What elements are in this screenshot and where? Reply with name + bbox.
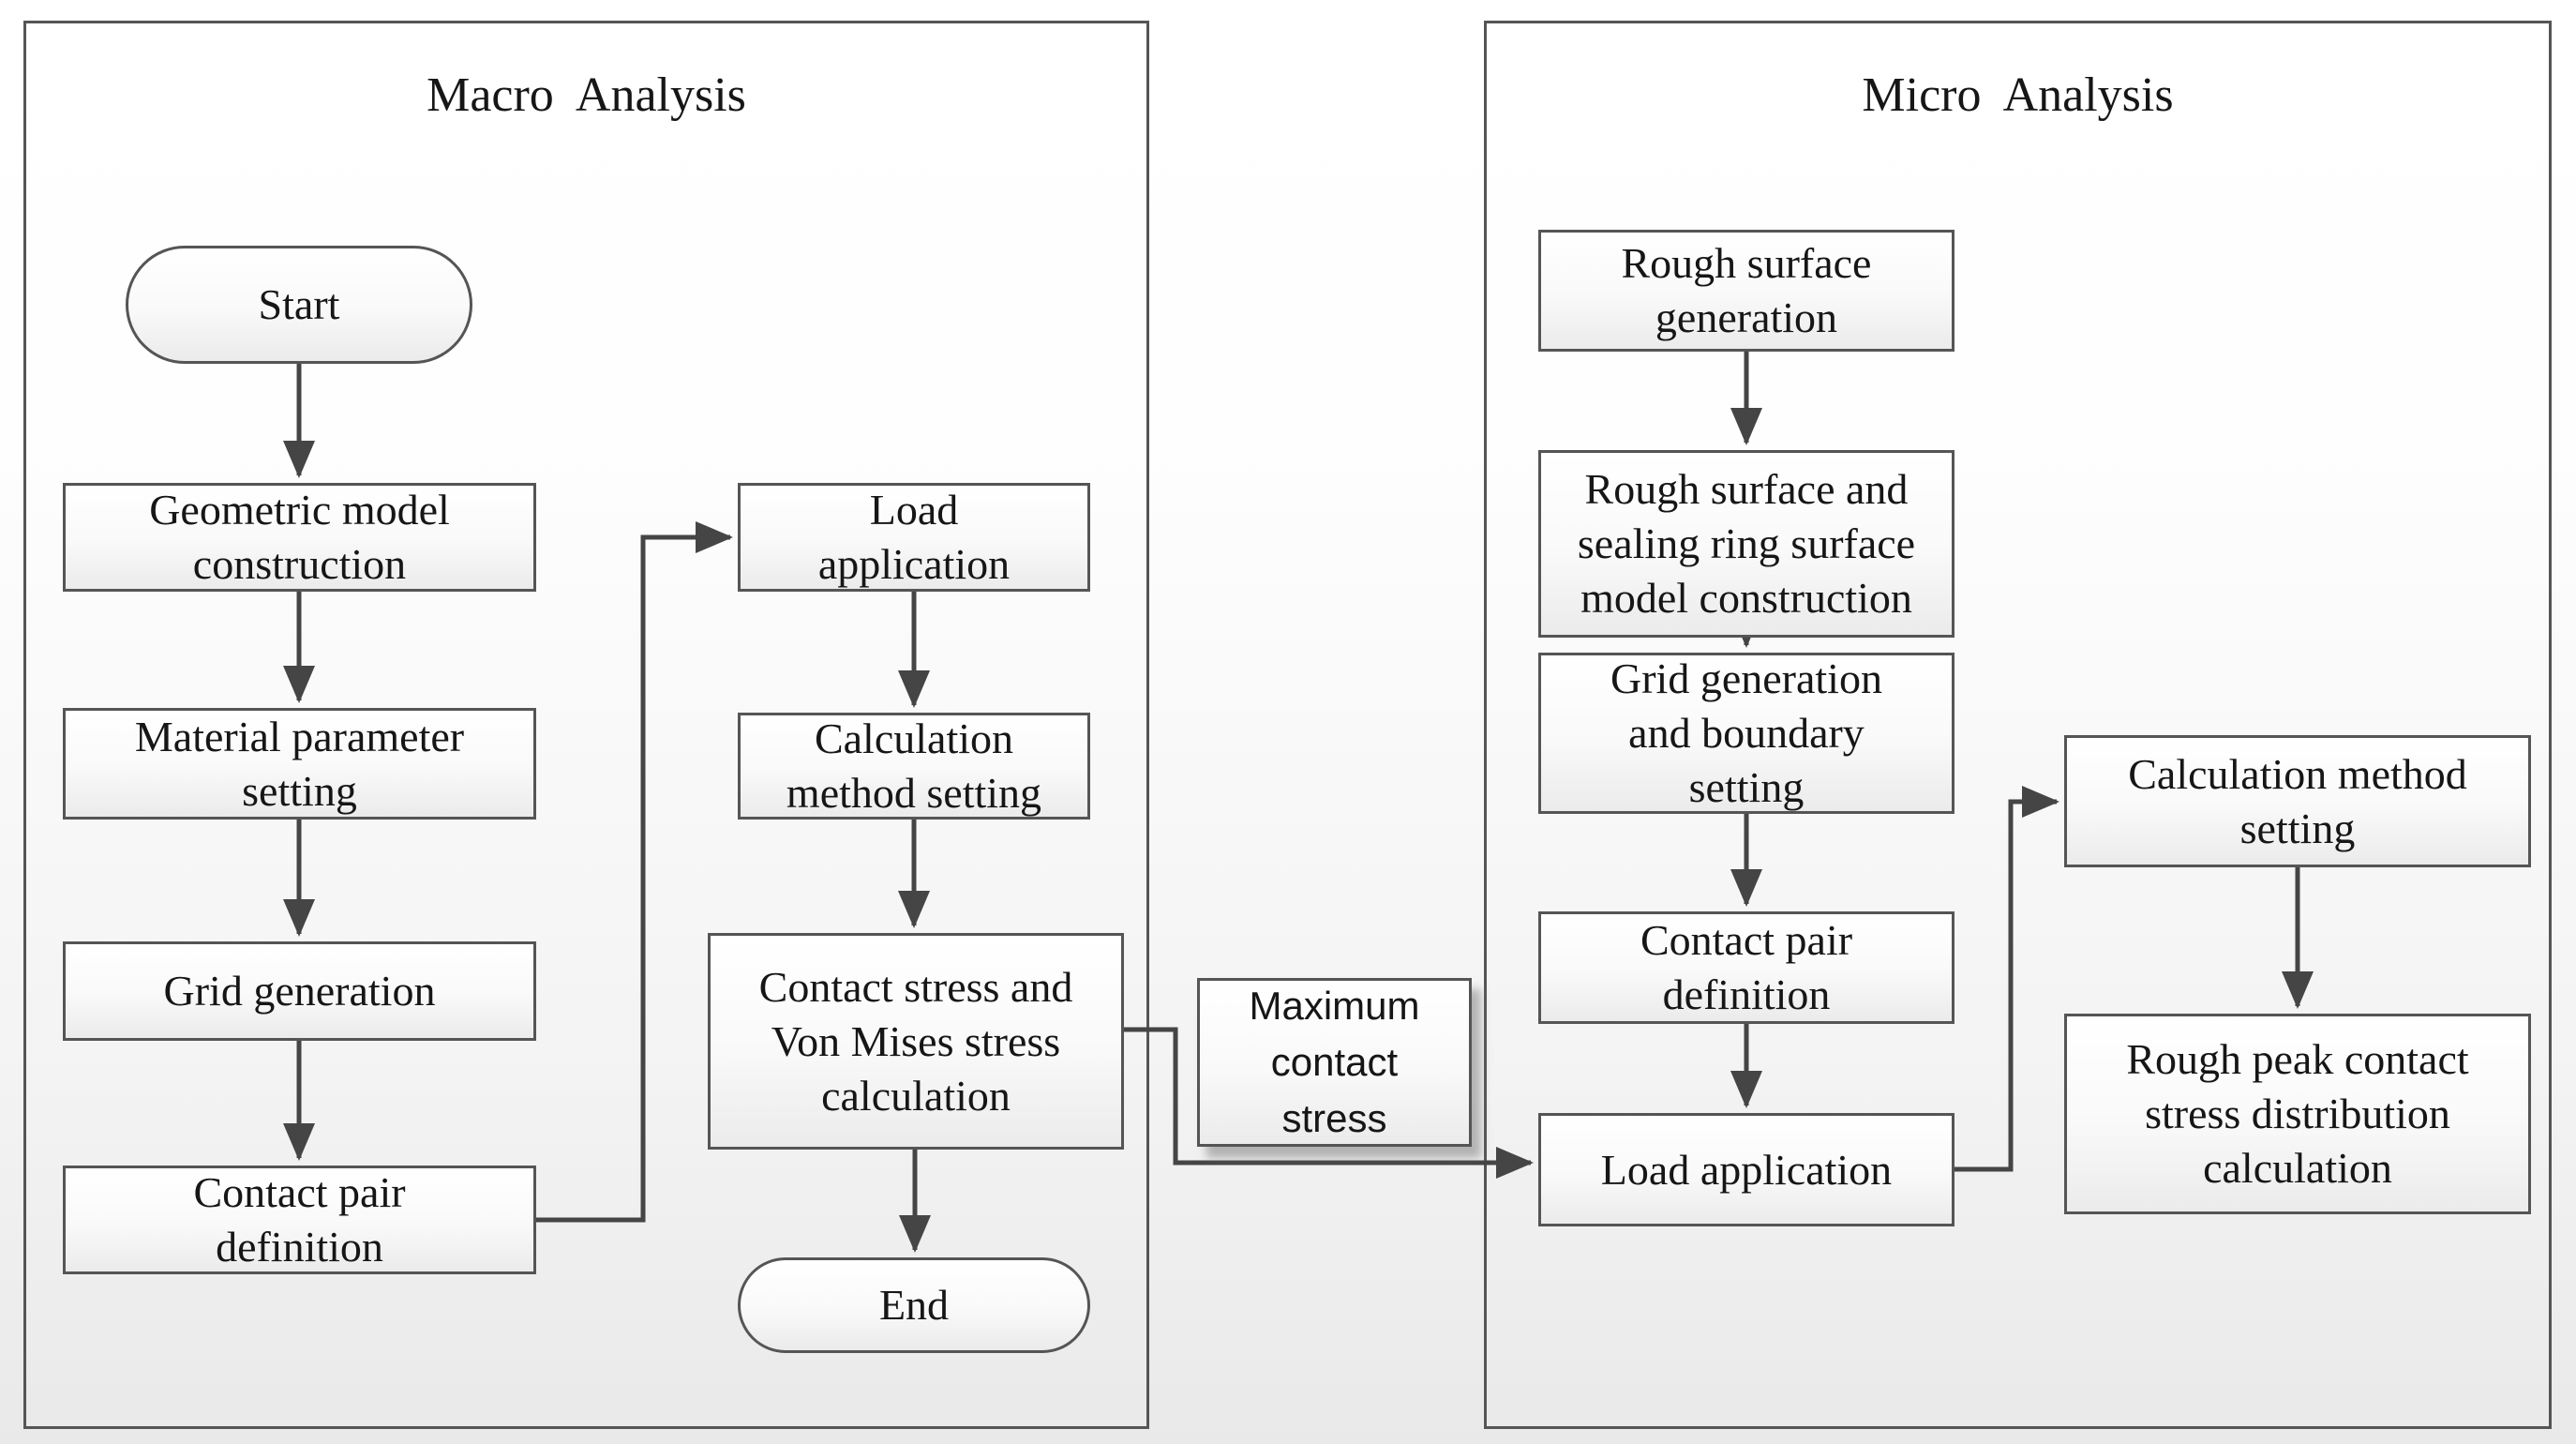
micro-analysis-panel — [1484, 21, 2552, 1429]
macro-panel-title: Macro Analysis — [427, 68, 746, 122]
material-parameter-setting-node: Material parameter setting — [63, 708, 536, 820]
contact-pair-definition-node: Contact pair definition — [63, 1166, 536, 1274]
end-node: End — [738, 1257, 1090, 1353]
rough-surface-sealing-ring-model-node: Rough surface and sealing ring surface m… — [1538, 450, 1954, 638]
grid-generation-boundary-setting-node: Grid generation and boundary setting — [1538, 653, 1954, 814]
arrow-stress-calc-to-micro-load — [1124, 1027, 1534, 1179]
micro-panel-title: Micro Analysis — [1862, 68, 2174, 122]
rough-surface-generation-node: Rough surface generation — [1538, 230, 1954, 352]
arrow-micro-load-to-calc-method — [1954, 786, 2059, 1172]
geometric-model-construction-node: Geometric model construction — [63, 483, 536, 592]
maximum-contact-stress-node: Maximum contact stress — [1197, 978, 1472, 1147]
calculation-method-setting-node: Calculation method setting — [738, 713, 1090, 820]
grid-generation-node: Grid generation — [63, 941, 536, 1041]
contact-von-mises-stress-calculation-node: Contact stress and Von Mises stress calc… — [708, 933, 1124, 1150]
arrow-contact-pair-to-load — [536, 521, 733, 1223]
load-application-node: Load application — [738, 483, 1090, 592]
micro-contact-pair-definition-node: Contact pair definition — [1538, 911, 1954, 1024]
micro-load-application-node: Load application — [1538, 1113, 1954, 1226]
micro-calculation-method-setting-node: Calculation method setting — [2064, 735, 2531, 867]
rough-peak-contact-stress-distribution-node: Rough peak contact stress distribution c… — [2064, 1014, 2531, 1214]
macro-analysis-panel — [23, 21, 1149, 1429]
start-node: Start — [126, 246, 472, 364]
